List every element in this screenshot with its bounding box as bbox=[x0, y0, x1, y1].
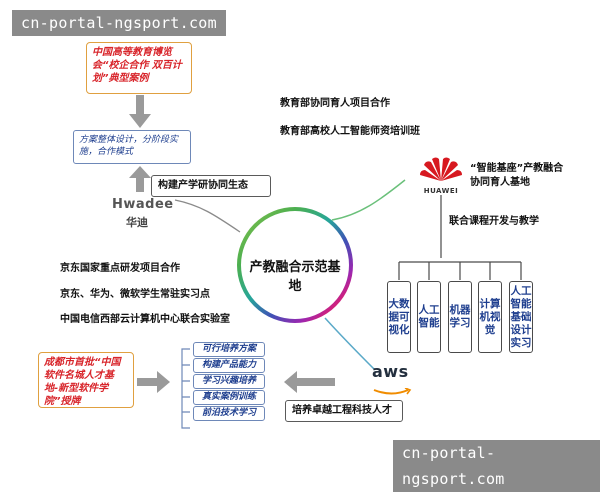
ministry-line-2: 教育部高校人工智能师资培训班 bbox=[280, 126, 420, 137]
arrow-hwadee-to-plan bbox=[136, 176, 144, 192]
intern-line: 京东、华为、微软学生常驻实习点 bbox=[60, 289, 210, 300]
aws-wordmark: aws bbox=[372, 362, 409, 381]
arrow-case-to-plan-head bbox=[129, 114, 151, 128]
arrow-award-to-list bbox=[137, 378, 159, 386]
list-item-real-cases: 真实案例训练 bbox=[193, 390, 265, 405]
huawei-logo: HUAWEI bbox=[418, 155, 464, 195]
engineer-label: 培养卓越工程科技人才 bbox=[285, 400, 403, 422]
course-ml: 机器学习 bbox=[448, 281, 472, 353]
aws-logo: aws bbox=[372, 362, 418, 395]
arrow-case-to-plan bbox=[136, 95, 144, 117]
award-box: 成都市首批“中国软件名城人才基地-新型软件学院”授牌 bbox=[38, 352, 134, 408]
case-box: 中国高等教育博览会“校企合作 双百计划”典型案例 bbox=[86, 42, 192, 94]
jd-project-line: 京东国家重点研发项目合作 bbox=[60, 263, 180, 274]
hwadee-cn-logo: 华迪 bbox=[126, 216, 148, 229]
hwadee-logo: Hwadee bbox=[112, 197, 174, 212]
center-label: 产教融合示范基地 bbox=[249, 260, 341, 294]
link-circle-hwadee bbox=[174, 199, 241, 233]
course-cv: 计算机视觉 bbox=[478, 281, 502, 353]
arrow-award-to-list-head bbox=[157, 371, 170, 393]
list-item-interest: 学习兴趣培养 bbox=[193, 374, 265, 389]
watermark-top: cn-portal-ngsport.com bbox=[12, 10, 226, 36]
plan-box: 方案整体设计，分阶段实施，合作模式 bbox=[73, 130, 191, 164]
link-circle-huawei bbox=[331, 179, 406, 221]
ecosystem-label: 构建产学研协同生态 bbox=[151, 175, 271, 197]
course-big-data-vis: 大数据可视化 bbox=[387, 281, 411, 353]
list-item-feasible-plan: 可行培养方案 bbox=[193, 342, 265, 357]
course-ai-basics: 人工智能基础设计实习 bbox=[509, 281, 533, 353]
arrow-aws-to-list-head bbox=[284, 371, 297, 393]
huawei-base-label: “智能基座”产教融合协同育人基地 bbox=[470, 163, 564, 188]
link-circle-aws bbox=[324, 317, 376, 371]
list-bracket bbox=[181, 348, 190, 429]
huawei-flower-icon bbox=[420, 157, 462, 181]
telecom-lab-line: 中国电信西部云计算机中心联合实验室 bbox=[60, 314, 230, 325]
ministry-line-1: 教育部协同育人项目合作 bbox=[280, 98, 390, 109]
list-item-product-ability: 构建产品能力 bbox=[193, 358, 265, 373]
connector-layer bbox=[129, 95, 522, 429]
arrow-aws-to-list bbox=[295, 378, 335, 386]
course-ai: 人工智能 bbox=[417, 281, 441, 353]
course-dev-label: 联合课程开发与教学 bbox=[449, 216, 539, 227]
center-ring bbox=[237, 207, 353, 323]
watermark-bottom: cn-portal-ngsport.com bbox=[393, 440, 600, 492]
aws-smile-icon bbox=[373, 387, 412, 395]
huawei-wordmark: HUAWEI bbox=[423, 187, 459, 195]
arrow-hwadee-to-plan-head bbox=[129, 166, 151, 178]
list-item-frontier-tech: 前沿技术学习 bbox=[193, 406, 265, 421]
